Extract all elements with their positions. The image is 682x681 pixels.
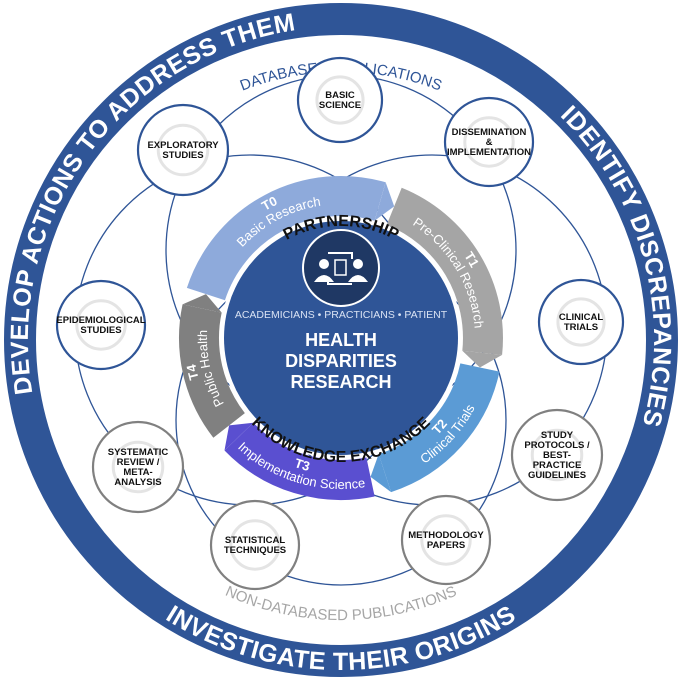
arrow-head-icon [182, 294, 222, 313]
node-label-line: REVIEW / [117, 457, 160, 468]
phase-code: T1 [461, 249, 482, 270]
node-circle [296, 56, 384, 144]
node-watermark-icon [530, 428, 584, 482]
title-line-1: HEALTH [305, 330, 377, 350]
phase-code-path: T3 [293, 455, 312, 474]
node-label-line: PRACTICE [533, 460, 582, 471]
phase-code-path: T4 [183, 362, 201, 381]
phase-code-path: T0 [259, 193, 280, 213]
node-label-line: SYSTEMATIC [108, 447, 169, 458]
outer-ring-band [4, 3, 678, 677]
phase-code: T0 [259, 193, 280, 213]
arrow-head-icon [374, 182, 395, 221]
phase-arrow [386, 187, 503, 355]
node-watermark-icon [229, 519, 281, 571]
center-disc [224, 221, 458, 455]
node-circle [136, 103, 230, 197]
node-label-line: STUDY [541, 430, 574, 441]
stakeholders-text: ACADEMICIANS • PRACTICIANS • PATIENT [235, 309, 448, 321]
node-label-line: SCIENCE [319, 100, 361, 111]
node-circle [91, 420, 185, 514]
node-watermark-icon [463, 116, 515, 168]
node-label-line: PAPERS [427, 540, 465, 551]
phase-arrow [179, 304, 246, 438]
node-circle [510, 408, 604, 502]
phase-code: T4 [183, 362, 201, 381]
node-label-line: ANALYSIS [114, 477, 161, 488]
node-label-line: STATISTICAL [225, 535, 286, 546]
node-label-line: EXPLORATORY [147, 140, 219, 151]
node-circle [443, 96, 535, 188]
node-label-line: TRIALS [564, 322, 598, 333]
title-line-3: RESEARCH [290, 372, 391, 392]
node-label-line: CLINICAL [559, 312, 604, 323]
team-icon [302, 229, 380, 307]
phase-code-path: T1 [461, 249, 482, 270]
node-watermark-icon [75, 299, 127, 351]
phase-arrow [186, 176, 386, 301]
node-watermark-icon [556, 297, 606, 347]
phase-arrow [378, 362, 500, 493]
node-watermark-icon [315, 75, 365, 125]
node-label-line: IMPLEMENTATION [447, 147, 531, 158]
node-label-line: BEST- [543, 450, 571, 461]
outer-text-identify-discrepancies-path: IDENTIFY DISCREPANCIES [555, 100, 675, 430]
node-watermark-icon [420, 514, 472, 566]
node-label-line: STUDIES [80, 325, 121, 336]
arrow-head-icon [224, 422, 254, 451]
arrow-head-icon [370, 454, 392, 493]
node-label-line: DISSEMINATION [452, 127, 527, 138]
node-circle [400, 494, 492, 586]
node-circle [55, 279, 147, 371]
node-label-line: PROTOCOLS / [524, 440, 590, 451]
node-label-line: META- [123, 467, 152, 478]
outer-text-identify-discrepancies: IDENTIFY DISCREPANCIES [555, 100, 676, 430]
node-label-line: STUDIES [162, 150, 203, 161]
node-label-line: EPIDEMIOLOGICAL [56, 315, 145, 326]
node-label-line: & [486, 137, 493, 148]
node-label-line: BASIC [325, 90, 355, 101]
node-label-line: METHODOLOGY [408, 530, 484, 541]
node-watermark-icon [111, 440, 165, 494]
node-label-line: GUIDELINES [528, 470, 586, 481]
node-label-line: TECHNIQUES [224, 545, 286, 556]
phase-code: T3 [293, 455, 312, 474]
node-watermark-icon [156, 123, 210, 177]
node-circle [209, 499, 301, 591]
node-circle [537, 278, 625, 366]
phase-arrow [224, 422, 375, 500]
title-line-2: DISPARITIES [285, 351, 397, 371]
node-dissemination[interactable]: DISSEMINATION&IMPLEMENTATION [443, 96, 535, 188]
arrow-head-icon [462, 350, 503, 368]
